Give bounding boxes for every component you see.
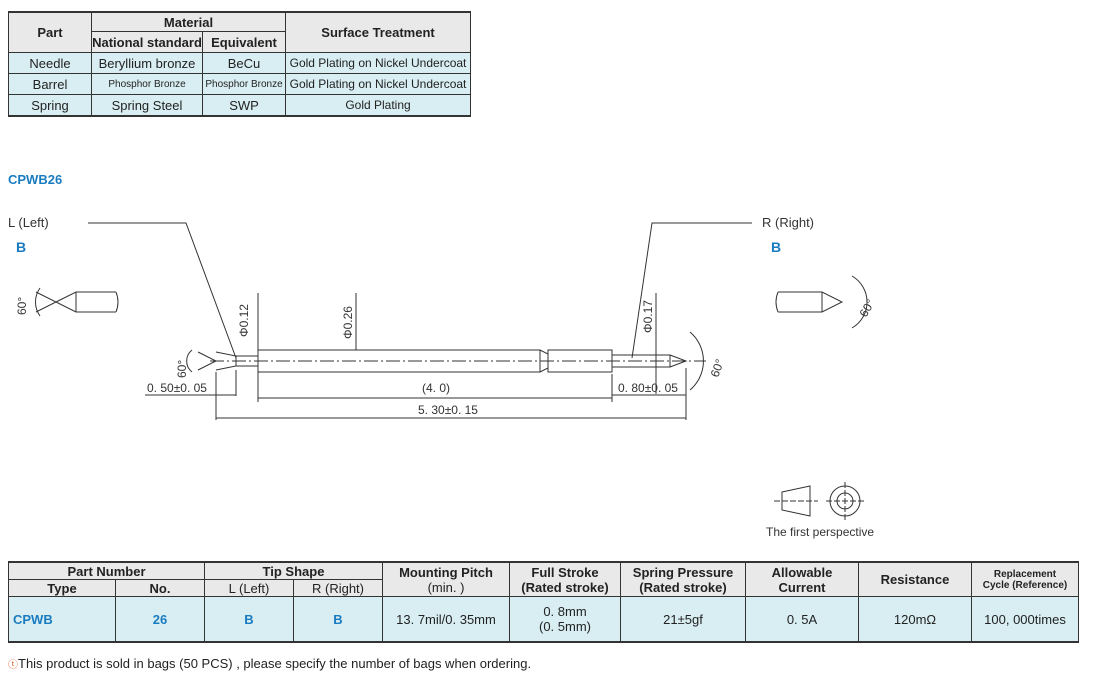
cell-part: Barrel: [8, 73, 92, 95]
table-row: Needle Beryllium bronze BeCu Gold Platin…: [8, 52, 471, 74]
header-type: Type: [8, 579, 116, 597]
note-icon: ⓣ: [8, 660, 18, 671]
right-code: B: [771, 239, 781, 255]
cell-surface: Gold Plating on Nickel Undercoat: [285, 73, 471, 95]
header-l: L (Left): [204, 579, 294, 597]
left-code: B: [16, 239, 26, 255]
header-national: National standard: [91, 31, 203, 53]
cell-national: Phosphor Bronze: [91, 73, 203, 95]
header-mounting: Mounting Pitch(min. ): [382, 561, 510, 597]
dim-mid-label: (4. 0): [422, 381, 450, 395]
cell-no: 26: [115, 596, 205, 643]
cell-national: Spring Steel: [91, 94, 203, 117]
cell-l: B: [204, 596, 294, 643]
cell-resistance: 120mΩ: [858, 596, 972, 643]
first-perspective-icon: [774, 482, 864, 520]
cell-r: B: [293, 596, 383, 643]
right-leader-line: [631, 222, 752, 359]
pin-body: 60° 60°: [175, 331, 727, 391]
angle-label: 60°: [175, 360, 189, 378]
cell-mounting: 13. 7mil/0. 35mm: [382, 596, 510, 643]
header-full-stroke: Full Stroke(Rated stroke): [509, 561, 621, 597]
dim-total-label: 5. 30±0. 15: [418, 403, 478, 417]
phi-left-label: Φ0.12: [237, 304, 251, 337]
dim-right-label: 0. 80±0. 05: [618, 381, 678, 395]
header-no: No.: [115, 579, 205, 597]
header-surface: Surface Treatment: [285, 11, 471, 53]
spec-table: Part Number Tip Shape Mounting Pitch(min…: [8, 561, 1079, 643]
cell-replacement: 100, 000times: [971, 596, 1079, 643]
cell-part: Spring: [8, 94, 92, 117]
technical-drawing: L (Left) B R (Right) B 60° 60° 60° 60°: [8, 215, 878, 539]
cell-equivalent: BeCu: [202, 52, 286, 74]
cell-spring: 21±5gf: [620, 596, 746, 643]
header-part: Part: [8, 11, 92, 53]
phi-right-label: Φ0.17: [641, 300, 655, 333]
perspective-label: The first perspective: [766, 525, 874, 539]
cell-surface: Gold Plating: [285, 94, 471, 117]
left-leader-line: [88, 222, 237, 359]
cell-full-stroke: 0. 8mm(0. 5mm): [509, 596, 621, 643]
cell-type: CPWB: [8, 596, 116, 643]
angle-label: 60°: [708, 357, 727, 379]
right-tip-detail: 60°: [775, 275, 878, 329]
cell-current: 0. 5A: [745, 596, 859, 643]
table-row: Barrel Phosphor Bronze Phosphor Bronze G…: [8, 73, 471, 95]
header-tip-shape: Tip Shape: [204, 561, 383, 580]
note-text: This product is sold in bags (50 PCS) , …: [18, 656, 532, 671]
header-material: Material: [91, 11, 286, 32]
header-resistance: Resistance: [858, 561, 972, 597]
cell-part: Needle: [8, 52, 92, 74]
header-equivalent: Equivalent: [202, 31, 286, 53]
header-r: R (Right): [293, 579, 383, 597]
cell-equivalent: SWP: [202, 94, 286, 117]
left-tip-detail: 60°: [15, 287, 119, 317]
angle-label: 60°: [856, 297, 877, 320]
cell-surface: Gold Plating on Nickel Undercoat: [285, 52, 471, 74]
order-note: ⓣThis product is sold in bags (50 PCS) ,…: [8, 656, 531, 671]
cell-equivalent: Phosphor Bronze: [202, 73, 286, 95]
section-title: CPWB26: [8, 172, 63, 187]
header-spring-pressure: Spring Pressure(Rated stroke): [620, 561, 746, 597]
left-label: L (Left): [8, 215, 49, 230]
angle-label: 60°: [15, 297, 29, 315]
phi-mid-label: Φ0.26: [341, 306, 355, 339]
table-row: CPWB 26 B B 13. 7mil/0. 35mm 0. 8mm(0. 5…: [8, 596, 1079, 643]
header-part-number: Part Number: [8, 561, 205, 580]
dim-left-label: 0. 50±0. 05: [147, 381, 207, 395]
material-table: Part Material Surface Treatment National…: [8, 11, 471, 117]
table-row: Spring Spring Steel SWP Gold Plating: [8, 94, 471, 117]
cell-national: Beryllium bronze: [91, 52, 203, 74]
right-label: R (Right): [762, 215, 814, 230]
